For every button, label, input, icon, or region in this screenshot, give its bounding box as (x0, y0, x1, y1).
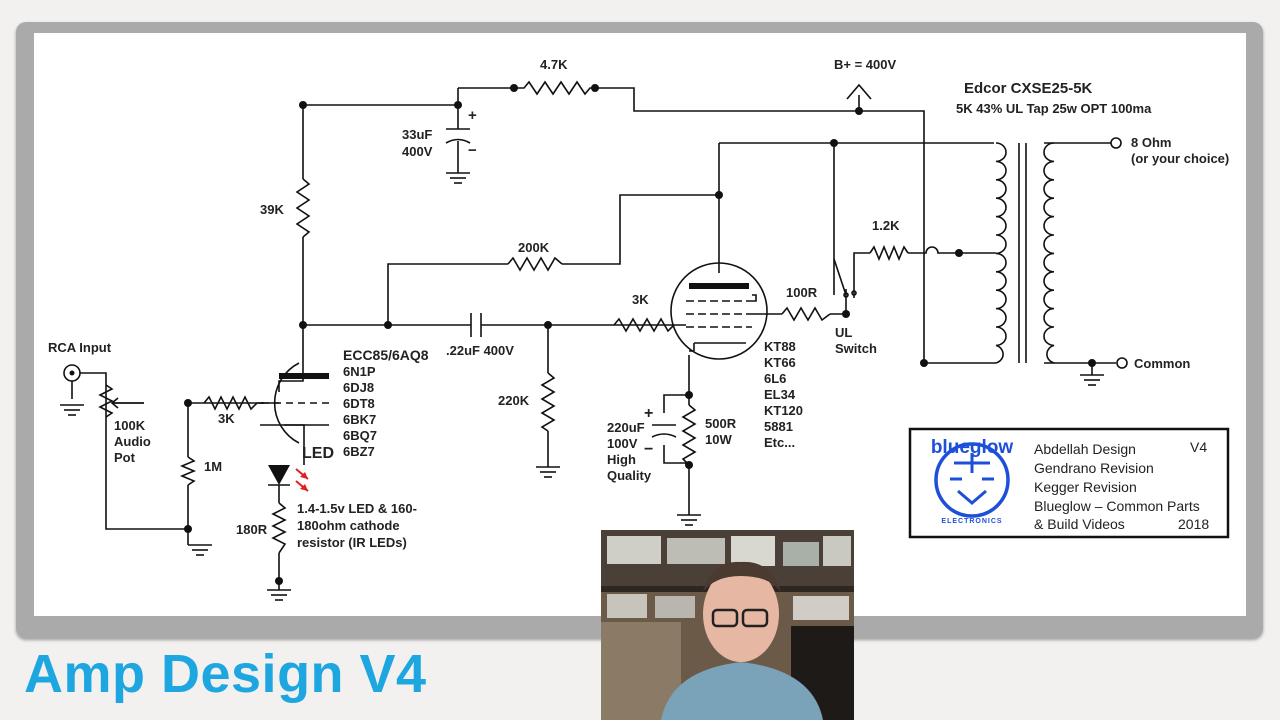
label-cathode-cap-quality: Quality (607, 468, 652, 483)
schematic-sheet: 4.7K B+ = 400V Edcor CXSE25-5K 5K 43% UL… (34, 33, 1246, 616)
label-pot-audio: Audio (114, 434, 151, 449)
resistor-100r (781, 306, 831, 322)
credit-line-5: & Build Videos (1034, 516, 1125, 532)
logo-wordmark: blueglow (931, 437, 1014, 458)
label-led-note-2: 180ohm cathode (297, 518, 400, 533)
label-8-ohm: 8 Ohm (1131, 135, 1171, 150)
label-rca-input: RCA Input (48, 340, 112, 355)
resistor-3k-grid (613, 317, 675, 333)
resistor-39k (295, 178, 311, 238)
label-cathode-cap-minus: − (644, 441, 653, 458)
label-10w: 10W (705, 432, 732, 447)
label-cathode-cap-value: 220uF (607, 420, 645, 435)
output-transformer (995, 137, 1128, 369)
power-tube-symbol (670, 262, 768, 360)
label-power-tube-3: 6L6 (764, 371, 786, 386)
label-1-2k: 1.2K (872, 218, 900, 233)
label-power-tube-5: KT120 (764, 403, 803, 418)
filter-capacitor (445, 128, 471, 144)
label-power-tube-2: KT66 (764, 355, 796, 370)
label-cathode-cap-high: High (607, 452, 636, 467)
schematic-labels: 4.7K B+ = 400V Edcor CXSE25-5K 5K 43% UL… (48, 57, 1229, 550)
resistor-1-2k (869, 244, 909, 262)
label-led: LED (302, 445, 334, 462)
label-cathode-cap-voltage: 100V (607, 436, 638, 451)
label-pot-value: 100K (114, 418, 146, 433)
label-preamp-sub-6: 6BZ7 (343, 444, 375, 459)
label-led-note-1: 1.4-1.5v LED & 160- (297, 501, 417, 516)
preamp-tube-symbol (262, 362, 329, 444)
blueglow-logo: blueglow ELECTRONICS (931, 437, 1014, 525)
amplifier-schematic: 4.7K B+ = 400V Edcor CXSE25-5K 5K 43% UL… (48, 57, 1230, 601)
rca-input-jack (63, 364, 81, 382)
label-ul: UL (835, 325, 852, 340)
label-preamp-tube: ECC85/6AQ8 (343, 347, 429, 363)
label-transformer-spec: 5K 43% UL Tap 25w OPT 100ma (956, 101, 1152, 116)
label-transformer-name: Edcor CXSE25-5K (964, 80, 1093, 97)
b-plus-arrow (846, 83, 872, 100)
resistor-3k-input (203, 395, 264, 411)
credit-line-1: Abdellah Design (1034, 441, 1136, 457)
credit-line-3: Kegger Revision (1034, 479, 1137, 495)
presenter-video-frame (601, 530, 854, 720)
label-preamp-sub-4: 6BK7 (343, 412, 376, 427)
label-power-tube-7: Etc... (764, 435, 795, 450)
resistor-220k (540, 372, 556, 432)
label-preamp-sub-3: 6DT8 (343, 396, 375, 411)
credit-line-2: Gendrano Revision (1034, 460, 1154, 476)
label-200k: 200K (518, 240, 550, 255)
credit-line-4: Blueglow – Common Parts (1034, 498, 1200, 514)
logo-subtitle: ELECTRONICS (941, 518, 1002, 525)
label-preamp-sub-1: 6N1P (343, 364, 376, 379)
resistor-1m (179, 456, 197, 486)
potentiometer-100k (98, 384, 144, 418)
label-3k-input: 3K (218, 411, 235, 426)
webcam-overlay (601, 530, 854, 720)
label-or-your-choice: (or your choice) (1131, 151, 1229, 166)
label-power-tube-1: KT88 (764, 339, 796, 354)
cathode-capacitor (651, 424, 677, 438)
label-220k: 220K (498, 393, 530, 408)
label-coupling-cap: .22uF 400V (446, 343, 514, 358)
label-preamp-sub-5: 6BQ7 (343, 428, 377, 443)
label-500r: 500R (705, 416, 737, 431)
label-39k: 39K (260, 202, 284, 217)
resistor-180r (271, 502, 287, 554)
label-filter-cap-plus: + (468, 107, 477, 124)
led-symbol (268, 465, 309, 492)
resistor-500r (681, 404, 697, 466)
label-preamp-sub-2: 6DJ8 (343, 380, 374, 395)
label-power-tube-4: EL34 (764, 387, 796, 402)
label-filter-cap-value: 33uF (402, 127, 432, 142)
resistor-4-7k (514, 80, 595, 96)
label-common: Common (1134, 356, 1190, 371)
coupling-capacitor (470, 313, 482, 337)
ul-switch-symbol (833, 258, 857, 298)
label-b-plus: B+ = 400V (834, 57, 896, 72)
label-100r: 100R (786, 285, 818, 300)
label-led-note-3: resistor (IR LEDs) (297, 535, 407, 550)
label-pot: Pot (114, 450, 136, 465)
label-cathode-cap-plus: + (644, 405, 653, 422)
credit-version: V4 (1190, 439, 1207, 455)
label-switch: Switch (835, 341, 877, 356)
label-3k-grid: 3K (632, 292, 649, 307)
label-power-tube-6: 5881 (764, 419, 793, 434)
credits-box: blueglow ELECTRONICS Abdellah Design V4 … (908, 427, 1230, 539)
label-1m: 1M (204, 459, 222, 474)
resistor-200k (507, 256, 563, 272)
label-180r: 180R (236, 522, 268, 537)
label-filter-cap-voltage: 400V (402, 144, 433, 159)
credit-year: 2018 (1178, 516, 1209, 532)
label-filter-cap-minus: − (468, 142, 477, 159)
slide-title: Amp Design V4 (24, 644, 427, 704)
label-4-7k: 4.7K (540, 57, 568, 72)
